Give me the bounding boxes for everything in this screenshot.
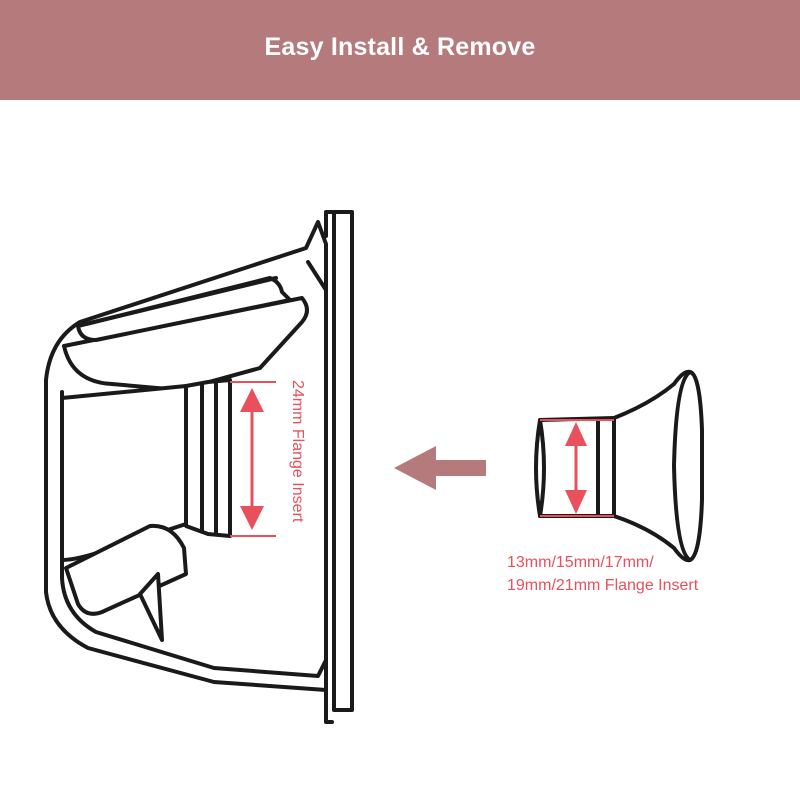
header-banner: Easy Install & Remove xyxy=(0,0,800,100)
measure-arrowhead-down xyxy=(240,506,264,530)
pump-cup xyxy=(44,210,354,724)
pump-front-rim xyxy=(332,210,354,712)
insert-measure xyxy=(540,419,614,517)
pump-bottom-tab xyxy=(324,688,334,724)
insert-sizes-line2: 19mm/21mm Flange Insert xyxy=(507,577,699,594)
flange-insert xyxy=(534,369,704,563)
pump-duckbill-valve xyxy=(138,572,164,642)
measure-arrowhead-up xyxy=(240,388,264,412)
insert-funnel-rim xyxy=(672,370,692,562)
insert-funnel xyxy=(612,369,704,563)
installed-insert-label: 24mm Flange Insert xyxy=(289,380,306,523)
pump-valve-housing xyxy=(64,523,188,616)
pump-inner-cavity xyxy=(60,260,328,678)
pump-top-tab xyxy=(324,210,334,238)
pump-lid-ridge xyxy=(84,276,278,326)
insert-sizes-line1: 13mm/15mm/17mm/ xyxy=(507,554,654,571)
insert-tube-end xyxy=(538,418,546,518)
installed-insert-measure xyxy=(230,381,276,537)
page-title: Easy Install & Remove xyxy=(264,32,536,61)
pump-socket-ring xyxy=(184,378,232,538)
left-arrow-icon xyxy=(394,446,486,490)
insert-arrowhead-up xyxy=(565,422,587,446)
insert-arrowhead-down xyxy=(565,490,587,514)
